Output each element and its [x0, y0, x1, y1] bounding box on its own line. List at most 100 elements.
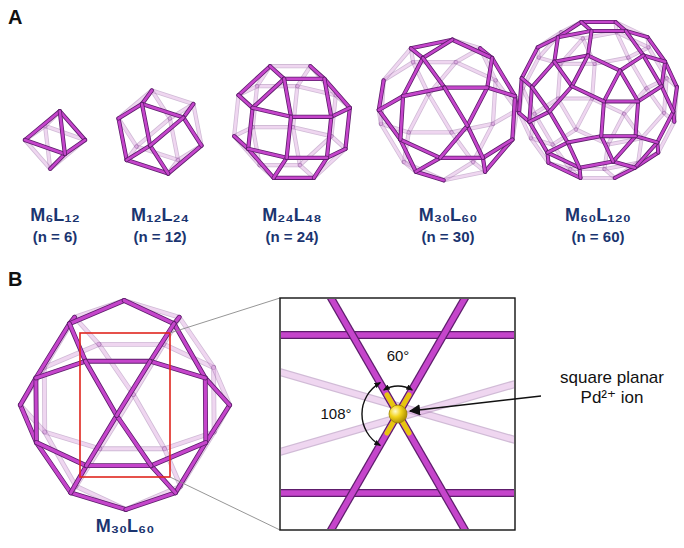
edge-outline	[379, 96, 403, 110]
edge-outline	[284, 77, 324, 81]
edge-core	[239, 95, 253, 108]
edge-outline	[287, 156, 327, 160]
edge-tube	[604, 101, 638, 102]
edge-outline	[99, 344, 133, 394]
edge-tube	[483, 158, 485, 172]
edge-outline	[529, 122, 547, 153]
edge-tube	[324, 79, 331, 117]
edge-outline	[615, 168, 635, 178]
edge-outline	[379, 110, 401, 140]
edge-core	[613, 136, 635, 161]
edge-core	[69, 324, 85, 362]
edge-core	[608, 138, 642, 144]
edge-tube	[35, 378, 37, 443]
edge-core	[483, 158, 485, 172]
edge-outline	[284, 79, 291, 117]
edge-tube	[467, 126, 483, 158]
edge-core	[613, 161, 635, 167]
edge-core	[493, 80, 496, 123]
edge-outline	[293, 86, 297, 127]
edge-core	[127, 146, 150, 160]
edge-outline	[400, 96, 403, 139]
edge-outline	[409, 94, 429, 132]
edge-core	[444, 88, 467, 126]
edge-tube	[281, 384, 514, 452]
edge-core	[327, 117, 331, 158]
edge-tube	[444, 172, 485, 181]
edge-outline	[411, 48, 423, 58]
edge-core	[560, 63, 594, 65]
edge-tube	[554, 62, 572, 87]
edge-core	[281, 384, 514, 452]
edge-core	[580, 161, 614, 167]
edge-core	[287, 117, 291, 158]
edge-outline	[662, 62, 666, 87]
edge-core	[150, 146, 168, 174]
edge-tube	[560, 63, 594, 64]
edge-outline	[314, 158, 327, 178]
edge-tube	[529, 87, 532, 122]
edge-tube	[429, 94, 452, 132]
edge-outline	[281, 299, 514, 529]
edge-core	[117, 415, 151, 465]
edge-core	[440, 126, 467, 158]
edge-outline	[99, 342, 164, 347]
edge-tube	[293, 86, 297, 127]
edge-core	[124, 301, 174, 324]
edge-tube	[168, 146, 201, 174]
edge-core	[100, 447, 165, 450]
edge-outline	[100, 446, 165, 451]
edge-tube	[662, 62, 666, 87]
edge-outline	[281, 384, 514, 452]
count-label: (n = 12)	[134, 228, 187, 245]
count-label: (n = 24)	[266, 228, 319, 245]
edge-tube	[274, 158, 287, 178]
rhombicuboctahedron	[234, 66, 350, 178]
formula-label: M₁₂L₂₄	[131, 205, 189, 226]
edge-core	[608, 114, 624, 145]
edge-tube	[151, 443, 206, 466]
edge-outline	[547, 142, 567, 152]
edge-tube	[86, 415, 116, 465]
edge-core	[568, 142, 580, 167]
edge-outline	[150, 146, 168, 174]
edge-outline	[604, 71, 620, 102]
edge-tube	[440, 157, 483, 158]
edge-outline	[429, 94, 452, 132]
edge-outline	[119, 118, 127, 160]
edge-tube	[86, 465, 151, 466]
edge-core	[662, 86, 674, 111]
edge-tube	[620, 71, 638, 102]
edge-tube	[522, 47, 538, 78]
edge-core	[331, 108, 350, 117]
edge-core	[452, 40, 492, 58]
edge-tube	[487, 88, 515, 97]
edge-outline	[592, 29, 626, 33]
edge-tube	[248, 108, 252, 149]
edge-core	[379, 96, 403, 110]
edge-tube	[665, 62, 677, 87]
edge-core	[604, 71, 620, 102]
edge-core	[85, 360, 150, 363]
edge-core	[467, 126, 483, 158]
edge-outline	[403, 88, 444, 97]
ion-label: square planar Pd²⁺ ion	[545, 368, 679, 407]
edge-outline	[234, 136, 248, 149]
edge-tube	[522, 78, 532, 87]
octahedron	[25, 111, 85, 169]
edge-outline	[281, 331, 514, 339]
rhombicosidodecahedron	[519, 22, 677, 178]
edge-outline	[613, 161, 635, 167]
edge-outline	[85, 361, 116, 415]
edge-core	[253, 79, 285, 108]
edge-outline	[25, 111, 60, 140]
edge-outline	[588, 31, 592, 56]
edge-tube	[274, 177, 314, 178]
edge-core	[423, 58, 445, 88]
edge-core	[324, 79, 331, 117]
edge-core	[152, 90, 193, 104]
edge-tube	[126, 493, 176, 510]
edge-tube	[379, 110, 401, 140]
edge-outline	[345, 108, 349, 149]
edge-outline	[601, 134, 635, 138]
